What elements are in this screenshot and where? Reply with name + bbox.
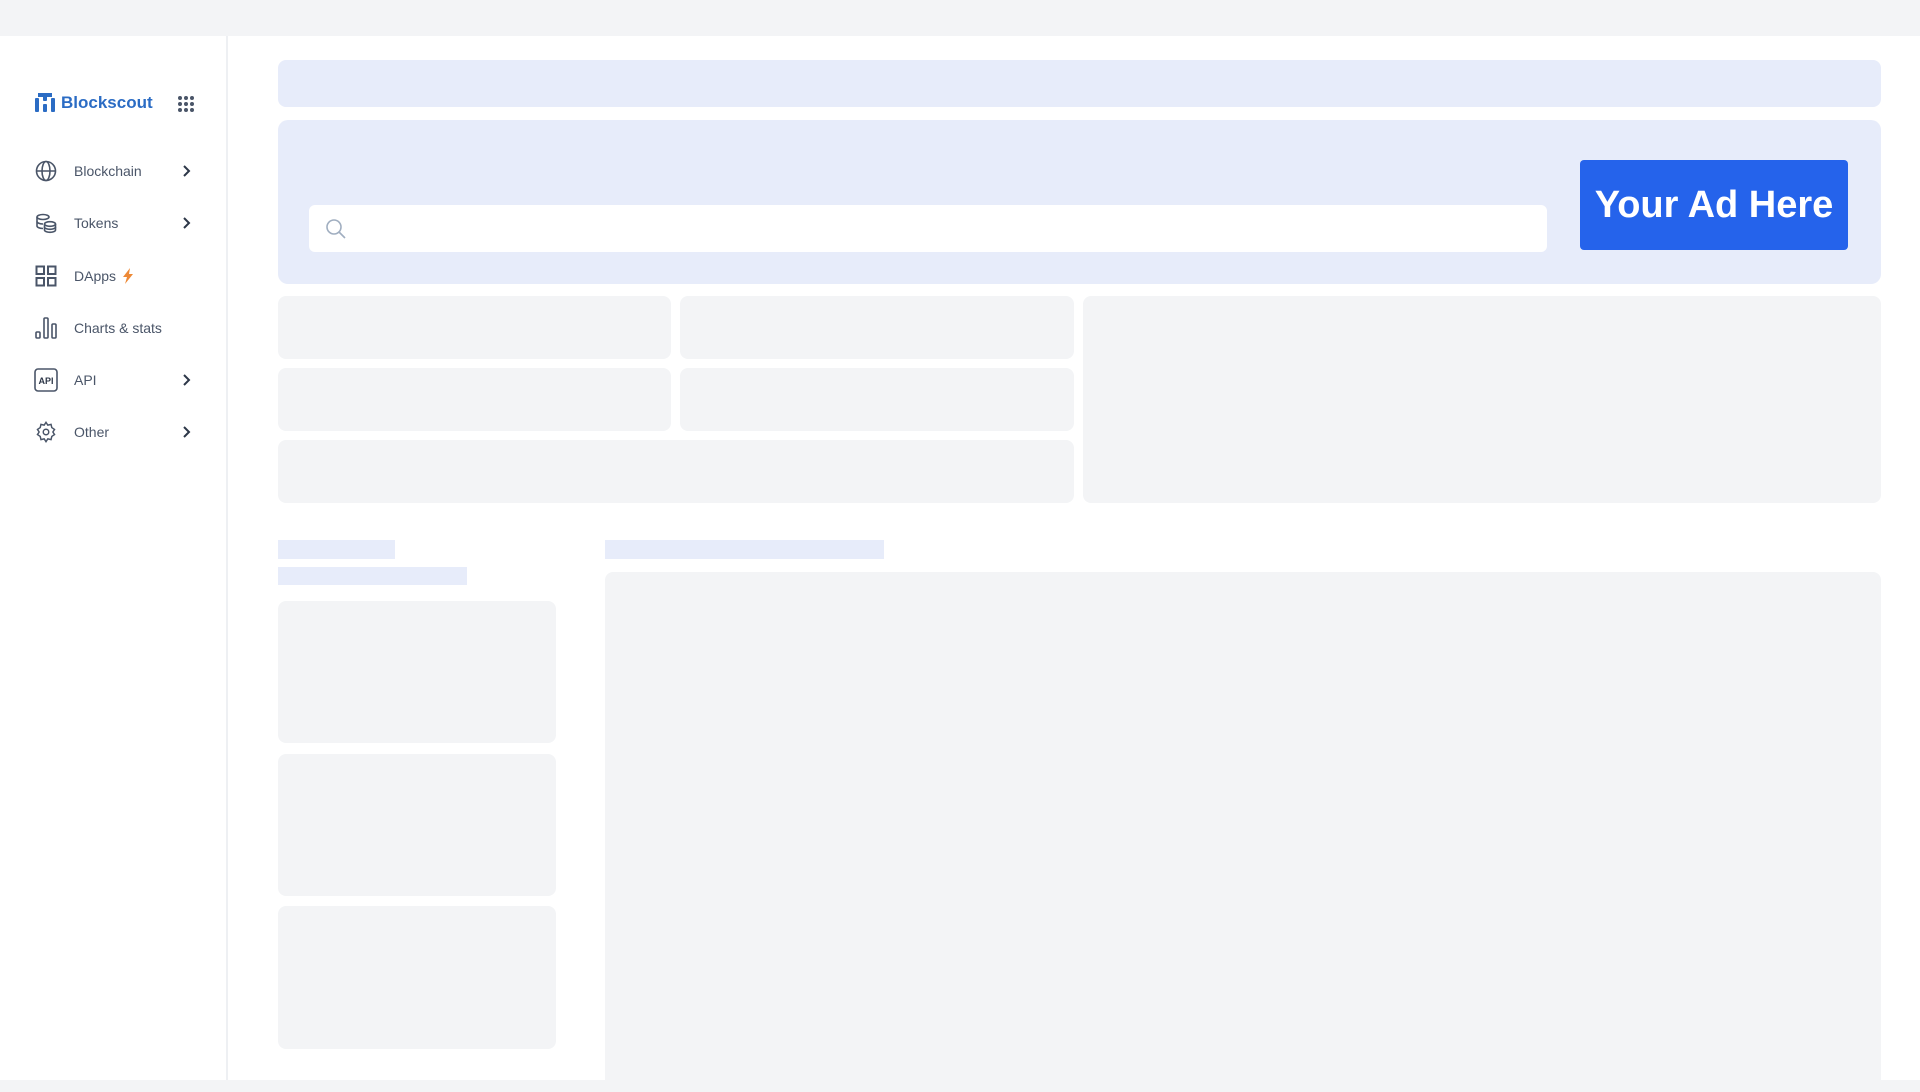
sidebar-item-blockchain[interactable]: Blockchain [34,156,194,186]
bar-chart-icon [34,316,58,340]
blockscout-logo-icon [35,93,55,112]
sidebar-item-label: Blockchain [74,163,142,179]
sidebar-item-label: Tokens [74,215,119,231]
top-banner-skeleton [278,60,1881,107]
search-input[interactable] [309,205,1547,252]
block-card-skeleton [278,906,556,1049]
globe-icon [34,159,58,183]
api-icon: API [34,368,58,392]
sidebar-item-other[interactable]: Other [34,417,194,447]
sidebar-item-charts-stats[interactable]: Charts & stats [34,313,194,343]
ad-banner[interactable]: Your Ad Here [1580,160,1848,250]
app-grid-icon[interactable] [177,95,195,113]
sidebar-item-dapps[interactable]: DApps [34,261,194,291]
sidebar-item-label: Other [74,424,110,440]
sidebar-item-label: Charts & stats [74,320,162,336]
svg-text:API: API [38,376,53,386]
coins-icon [34,211,58,235]
gear-icon [34,420,58,444]
stat-skeleton [278,440,1074,503]
stat-skeleton [278,296,671,359]
heading-skeleton [278,540,395,559]
block-card-skeleton [278,754,556,896]
subheading-skeleton [278,567,467,585]
chevron-right-icon [183,426,191,438]
sidebar [0,36,228,1080]
sidebar-item-label: DApps [74,268,117,284]
lightning-icon [123,268,134,284]
sidebar-item-label: API [74,372,97,388]
chevron-right-icon [183,165,191,177]
block-card-skeleton [278,601,556,743]
search-icon [326,218,346,239]
chart-skeleton [1083,296,1881,503]
brand-name: Blockscout [61,93,153,112]
transactions-skeleton [605,572,1881,1092]
heading-skeleton [605,540,884,559]
chevron-right-icon [183,217,191,229]
stat-skeleton [278,368,671,431]
apps-icon [34,264,58,288]
stat-skeleton [680,368,1074,431]
sidebar-item-api[interactable]: API API [34,365,194,395]
sidebar-item-tokens[interactable]: Tokens [34,208,194,238]
brand-logo[interactable]: Blockscout [35,93,153,113]
stat-skeleton [680,296,1074,359]
chevron-right-icon [183,374,191,386]
